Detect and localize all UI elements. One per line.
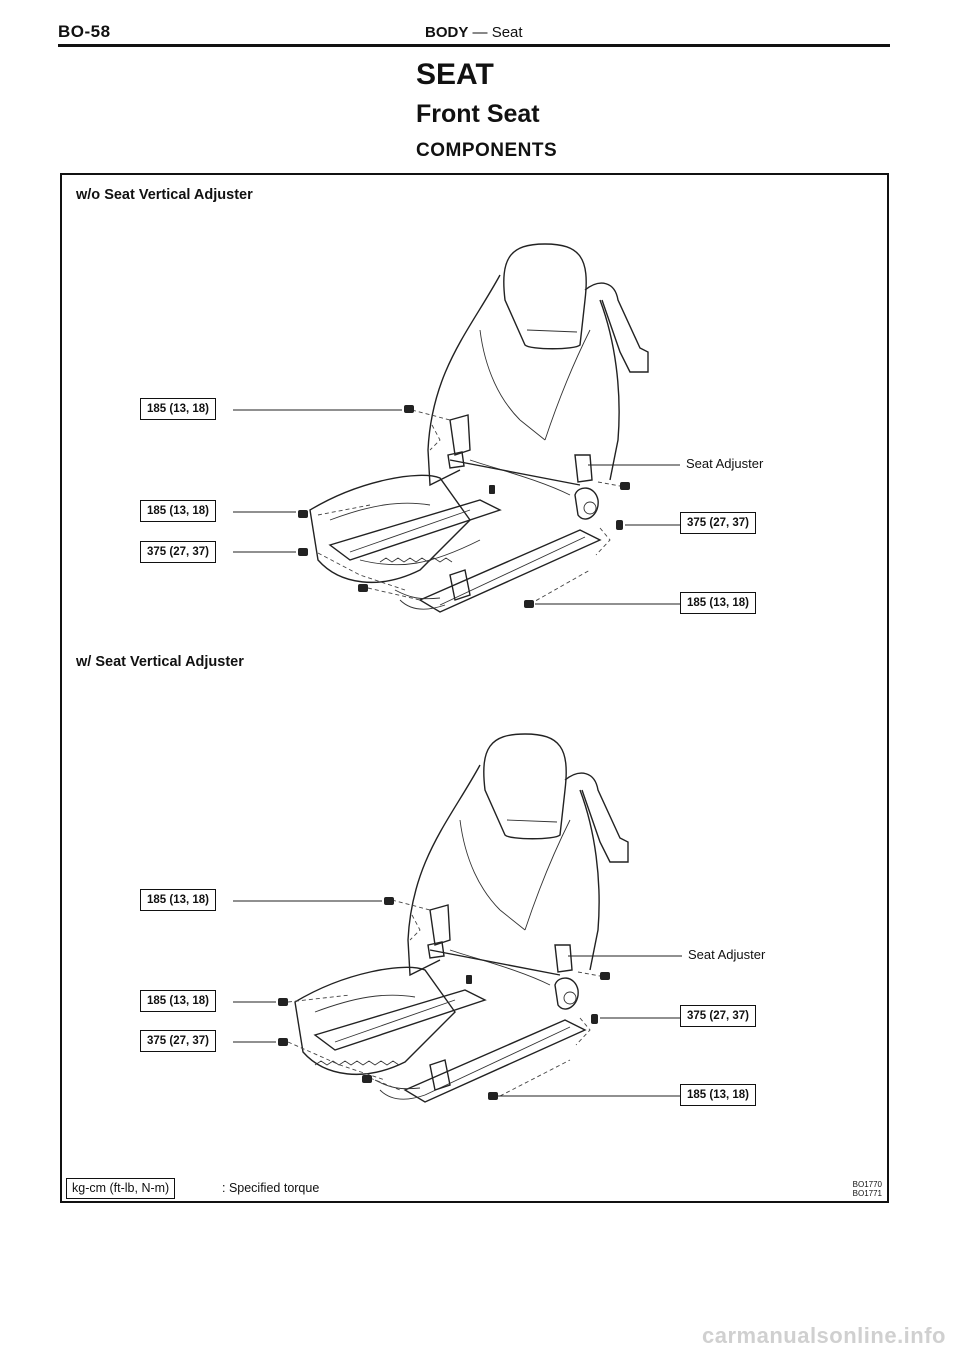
seat-adjuster-label: Seat Adjuster xyxy=(688,947,766,962)
header-section: BODY xyxy=(425,24,469,41)
torque-label: 185 (13, 18) xyxy=(140,889,217,911)
page-title: SEAT xyxy=(416,58,494,91)
torque-label: 185 (13, 18) xyxy=(140,500,217,522)
torque-label: 375 (27, 37) xyxy=(140,541,217,563)
torque-label: 375 (27, 37) xyxy=(140,1030,217,1052)
torque-label: 185 (13, 18) xyxy=(680,592,757,614)
header-rule xyxy=(58,44,890,47)
torque-label: 185 (13, 18) xyxy=(140,990,217,1012)
header-title: BODY — Seat xyxy=(425,24,523,41)
figure-frame xyxy=(60,173,889,1203)
seat-diagram-without-vertical-adjuster xyxy=(233,243,680,613)
watermark: carmanualsonline.info xyxy=(702,1323,946,1348)
header-subsection: Seat xyxy=(491,24,523,41)
torque-unit-legend-box: kg-cm (ft-lb, N-m) xyxy=(66,1178,176,1199)
page-subtitle: Front Seat xyxy=(416,100,540,128)
seat-adjuster-label: Seat Adjuster xyxy=(686,456,764,471)
caption-without-vertical-adjuster: w/o Seat Vertical Adjuster xyxy=(76,187,253,203)
torque-label: 375 (27, 37) xyxy=(680,512,757,534)
header-separator: — xyxy=(472,24,488,41)
figure-code: BO1771 xyxy=(852,1189,882,1198)
torque-legend-description: : Specified torque xyxy=(222,1181,320,1195)
torque-label: 185 (13, 18) xyxy=(680,1084,757,1106)
section-title: COMPONENTS xyxy=(416,140,558,161)
figure-codes: BO1770 BO1771 xyxy=(838,1180,882,1198)
seat-diagram-with-vertical-adjuster xyxy=(233,733,682,1103)
torque-label: 375 (27, 37) xyxy=(680,1005,757,1027)
page-code: BO-58 xyxy=(58,22,111,41)
torque-label: 185 (13, 18) xyxy=(140,398,217,420)
caption-with-vertical-adjuster: w/ Seat Vertical Adjuster xyxy=(76,654,244,670)
figure-code: BO1770 xyxy=(852,1180,882,1189)
